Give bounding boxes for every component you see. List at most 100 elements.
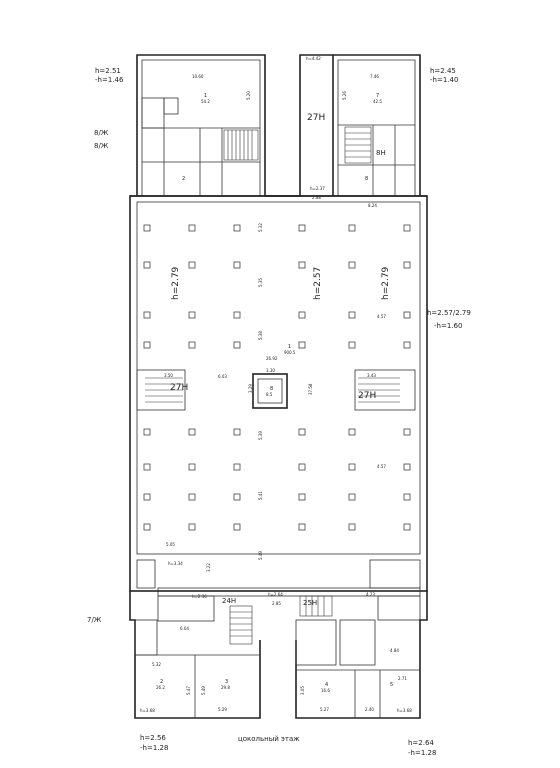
structural-column bbox=[403, 493, 411, 501]
dimension: 5.35 bbox=[258, 278, 263, 287]
structural-column bbox=[233, 463, 241, 471]
structural-column bbox=[233, 428, 241, 436]
stair-top-left bbox=[223, 129, 259, 161]
side-mark-lower: 7/Ж bbox=[87, 616, 102, 624]
side-mark-upper-2: 8/Ж bbox=[94, 142, 109, 150]
stair-hall-left bbox=[136, 369, 186, 411]
dimension: 2.40 bbox=[365, 707, 374, 712]
area: 16.6 bbox=[321, 688, 330, 693]
dimension: 37.58 bbox=[308, 383, 313, 395]
wall bbox=[369, 559, 421, 589]
height-right-middle-sub: -h=1.60 bbox=[434, 322, 462, 330]
structural-column bbox=[233, 311, 241, 319]
hall-height-center: h=2.57 bbox=[313, 267, 323, 300]
wall bbox=[163, 97, 179, 115]
dimension: 3.43 bbox=[367, 373, 376, 378]
wall bbox=[377, 595, 421, 621]
structural-column bbox=[143, 341, 151, 349]
structural-column bbox=[298, 341, 306, 349]
room-number: 7 bbox=[376, 93, 379, 99]
area: 42.5 bbox=[373, 99, 382, 104]
height-top-left: h=2.51 bbox=[95, 67, 121, 75]
dimension: 26.92 bbox=[266, 356, 278, 361]
dimension: h=2.36 bbox=[192, 594, 207, 599]
dimension: 5.38 bbox=[258, 331, 263, 340]
wall bbox=[141, 97, 165, 129]
dimension: 5.49 bbox=[258, 551, 263, 560]
dimension: h=3.68 bbox=[397, 708, 412, 713]
side-mark-upper-1: 8/Ж bbox=[94, 129, 109, 137]
structural-column bbox=[348, 463, 356, 471]
height-right-middle: h=2.57/2.79 bbox=[427, 309, 471, 317]
structural-column bbox=[298, 428, 306, 436]
stair-top-right bbox=[344, 126, 372, 164]
structural-column bbox=[403, 463, 411, 471]
dimension: h=2.37 bbox=[310, 186, 325, 191]
structural-column bbox=[233, 493, 241, 501]
structural-column bbox=[143, 224, 151, 232]
dimension: 8.24 bbox=[368, 203, 377, 208]
dimension: 2.85 bbox=[272, 601, 281, 606]
structural-column bbox=[403, 311, 411, 319]
structural-column bbox=[348, 341, 356, 349]
dimension: 2.71 bbox=[398, 676, 407, 681]
dimension: 5.20 bbox=[246, 91, 251, 100]
height-bottom-right-sub: -h=1.28 bbox=[408, 749, 436, 757]
wall-corridor bbox=[265, 54, 334, 197]
structural-column bbox=[188, 261, 196, 269]
dimension: 2.88 bbox=[312, 195, 321, 200]
dimension: 5.39 bbox=[258, 431, 263, 440]
wall-top-right-wing-inner bbox=[337, 59, 416, 196]
shaft bbox=[136, 559, 156, 589]
structural-column bbox=[188, 523, 196, 531]
structural-column bbox=[298, 311, 306, 319]
wall-bottom-left bbox=[129, 591, 261, 719]
structural-column bbox=[143, 463, 151, 471]
dimension: 4.57 bbox=[377, 464, 386, 469]
dimension: 3.22 bbox=[206, 563, 211, 572]
dimension: 5.29 bbox=[218, 707, 227, 712]
dimension: h=3.68 bbox=[140, 708, 155, 713]
structural-column bbox=[233, 523, 241, 531]
wall-main-hall bbox=[129, 195, 428, 592]
stair-bottom-left bbox=[229, 605, 253, 645]
room-number: 3 bbox=[225, 679, 228, 685]
central-column-inner bbox=[257, 378, 283, 404]
structural-column bbox=[348, 523, 356, 531]
structural-column bbox=[298, 523, 306, 531]
height-bottom-left-sub: -h=1.28 bbox=[140, 744, 168, 752]
stair-label-top-right: 8Н bbox=[376, 149, 386, 157]
wall-bottom-right bbox=[295, 591, 428, 719]
structural-column bbox=[143, 523, 151, 531]
structural-column bbox=[143, 428, 151, 436]
dimension: 3.30 bbox=[266, 368, 275, 373]
height-bottom-left: h=2.56 bbox=[140, 734, 166, 742]
structural-column bbox=[188, 311, 196, 319]
dimension: 3.50 bbox=[164, 373, 173, 378]
wall-top-left-wing bbox=[136, 54, 266, 196]
structural-column bbox=[188, 463, 196, 471]
dimension: 5.47 bbox=[186, 686, 191, 695]
wall bbox=[295, 619, 337, 666]
room-number: 5 bbox=[390, 682, 393, 688]
stair-hall-right bbox=[354, 369, 416, 411]
structural-column bbox=[188, 341, 196, 349]
dimension: 10.60 bbox=[192, 74, 204, 79]
structural-column bbox=[403, 341, 411, 349]
structural-column bbox=[403, 224, 411, 232]
dimension: 5.41 bbox=[258, 491, 263, 500]
area: 54.2 bbox=[201, 99, 210, 104]
dimension: h=3.34 bbox=[168, 561, 183, 566]
stair-label-hall-right: 27Н bbox=[358, 391, 376, 401]
area: 8.5 bbox=[266, 392, 273, 397]
dimension: 5.32 bbox=[152, 662, 161, 667]
dimension: h=4.42 bbox=[306, 56, 321, 61]
wall bbox=[339, 619, 376, 666]
structural-column bbox=[348, 428, 356, 436]
structural-column bbox=[143, 311, 151, 319]
area: 26.2 bbox=[156, 685, 165, 690]
wall bbox=[134, 619, 158, 656]
stair-label-bottom-left: 24Н bbox=[222, 597, 236, 605]
structural-column bbox=[188, 428, 196, 436]
